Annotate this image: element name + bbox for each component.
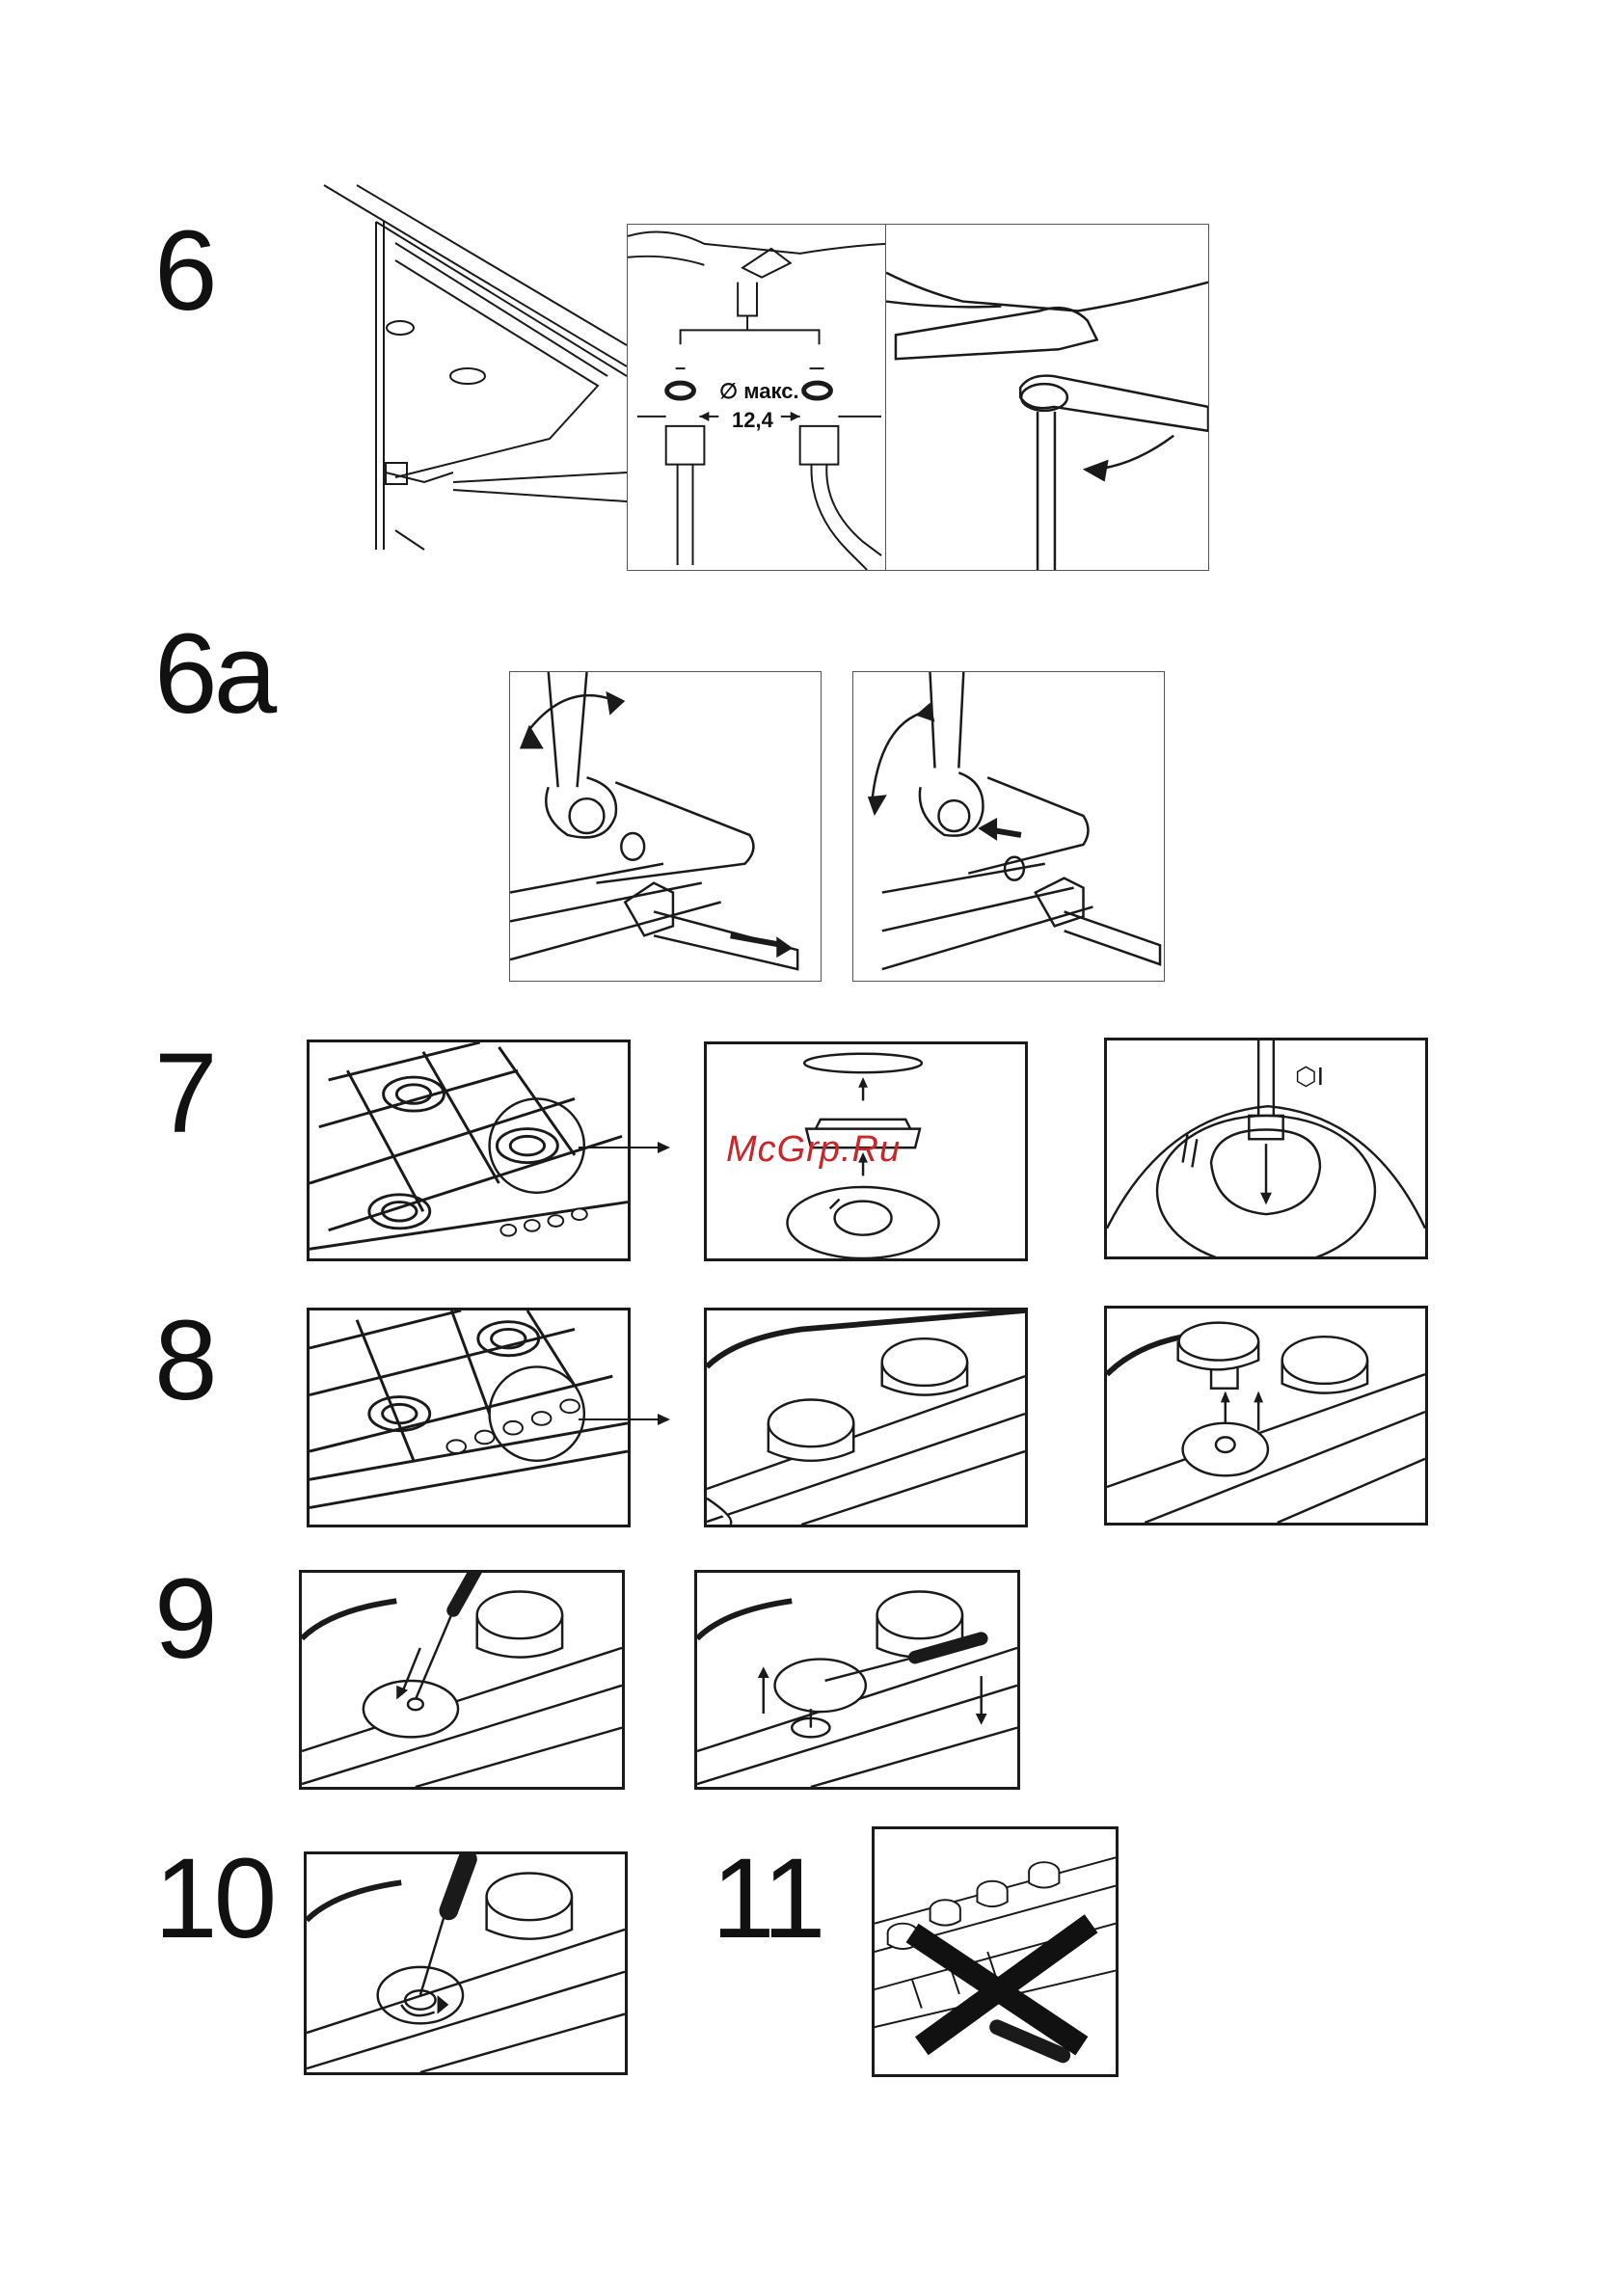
hob-corner-drawing xyxy=(318,183,627,559)
step-number-9: 9 xyxy=(154,1562,214,1676)
step-number-6a: 6a xyxy=(154,617,273,731)
panel-10-adjust xyxy=(304,1851,628,2075)
panel-7-burner: McGrp.Ru xyxy=(704,1041,1028,1261)
size-label: 12,4 xyxy=(732,408,773,433)
step-number-6: 6 xyxy=(154,214,214,328)
diameter-label: ∅ макс. xyxy=(719,379,799,404)
arrow-icon xyxy=(579,1138,675,1157)
panel-6a-right xyxy=(852,671,1165,982)
step-number-7: 7 xyxy=(154,1037,214,1150)
panel-9-lift xyxy=(694,1570,1020,1790)
panel-7-key: ⬡I xyxy=(1104,1038,1428,1259)
panel-6-wrench xyxy=(885,224,1209,571)
panel-6-connector: ∅ макс. 12,4 xyxy=(627,224,887,571)
watermark-text: McGrp.Ru xyxy=(726,1129,901,1171)
panel-6a-left xyxy=(509,671,822,982)
panel-8-knob-removal xyxy=(1104,1306,1428,1526)
hex-tool-label: ⬡I xyxy=(1295,1062,1324,1092)
panel-8-knobs xyxy=(704,1308,1028,1527)
panel-9-screw xyxy=(299,1570,625,1790)
panel-11-warning xyxy=(872,1826,1119,2077)
arrow-icon xyxy=(579,1410,675,1429)
step-number-10: 10 xyxy=(154,1842,273,1956)
step-number-8: 8 xyxy=(154,1304,214,1418)
step-number-11: 11 xyxy=(712,1842,822,1956)
